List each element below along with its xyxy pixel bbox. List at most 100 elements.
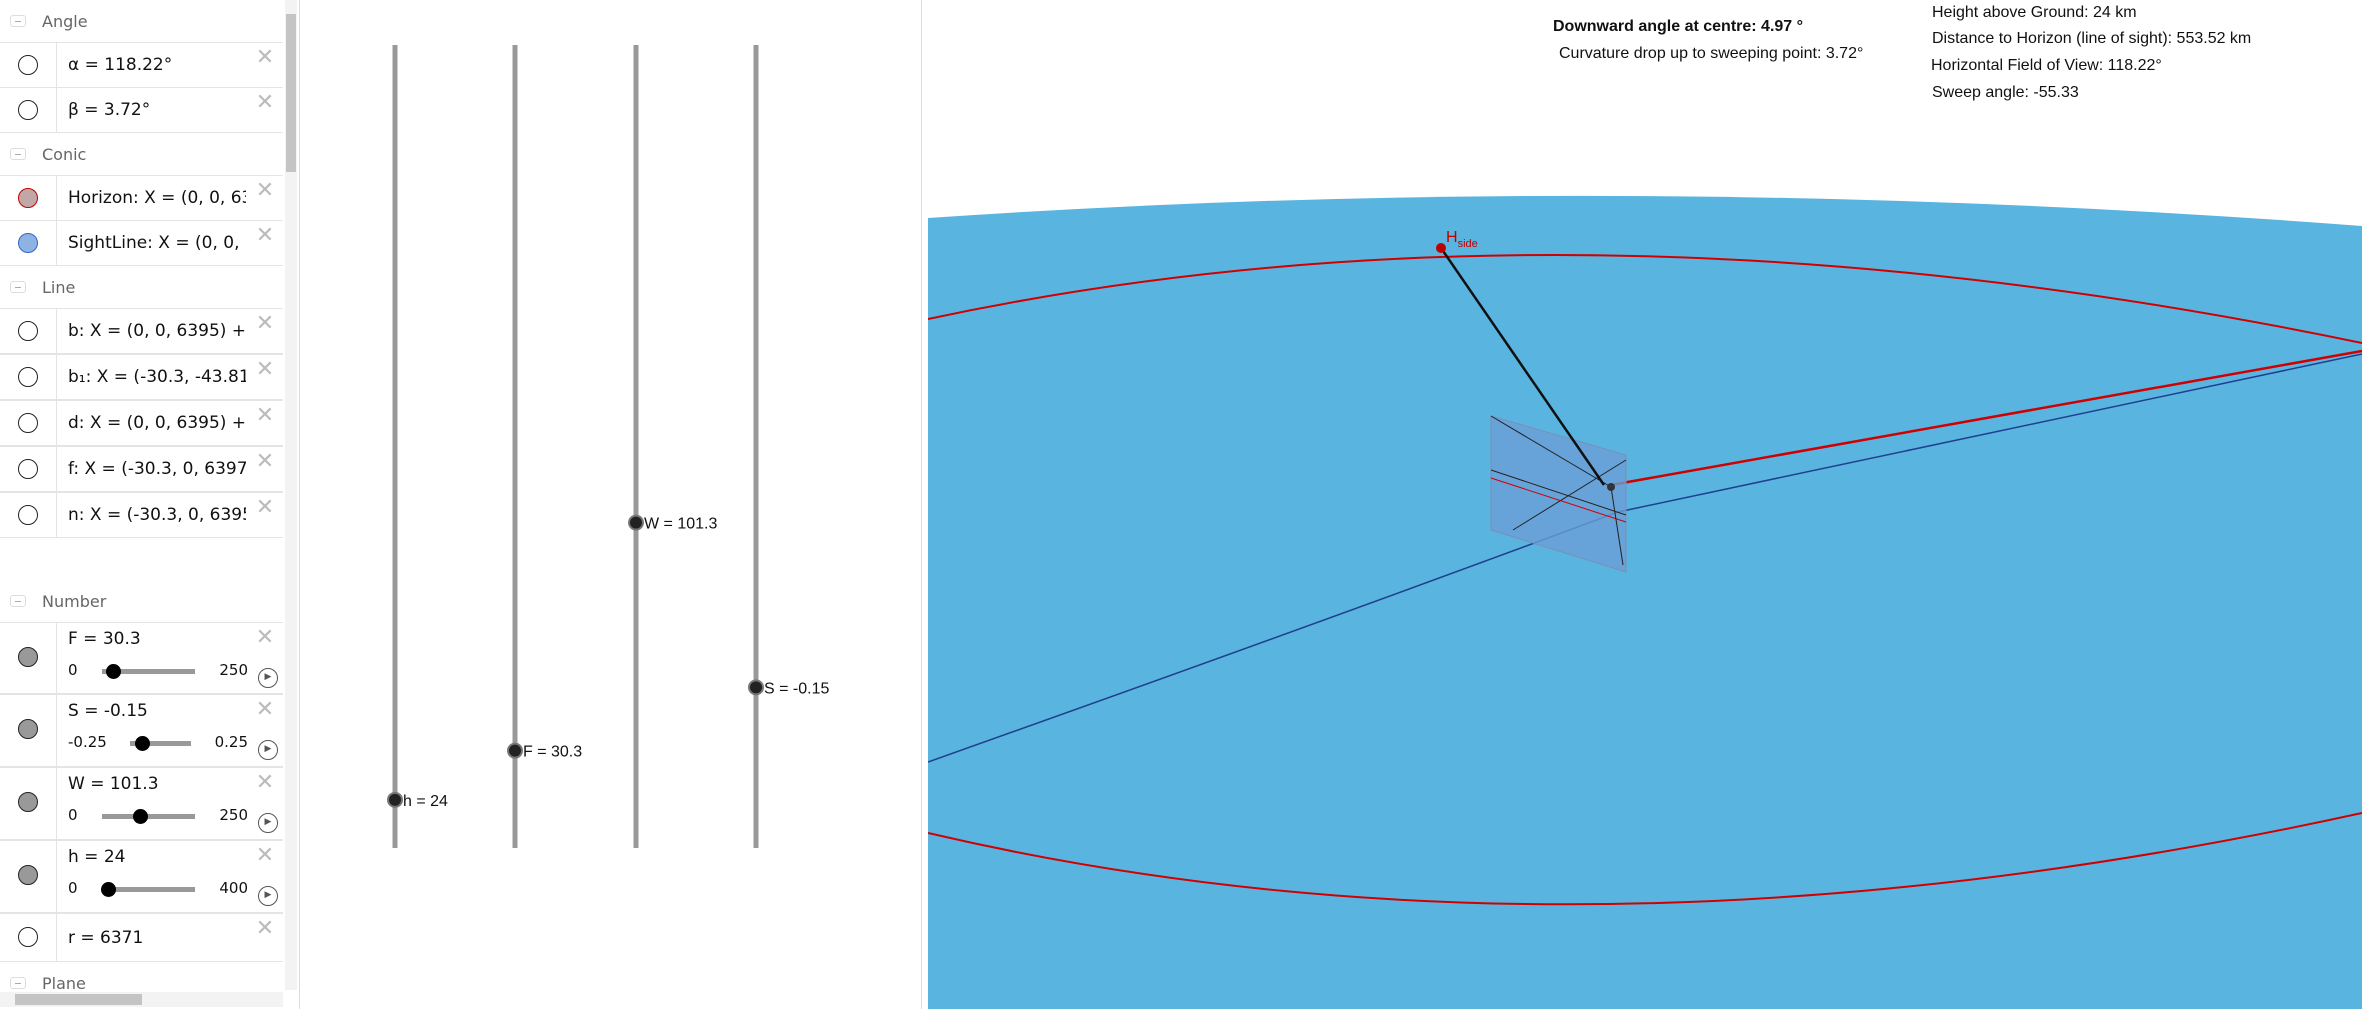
item-text[interactable]: Horizon: X = (0, 0, 6347.09 xyxy=(68,188,246,208)
vertical-slider-knob[interactable] xyxy=(507,742,523,759)
3d-scene[interactable]: Hside xyxy=(927,0,2362,1009)
algebra-item-line-n[interactable]: n: X = (-30.3, 0, 6395) + λ ✕ xyxy=(0,492,283,538)
slider-knob[interactable] xyxy=(100,882,116,897)
visibility-toggle[interactable] xyxy=(18,927,38,947)
delete-icon[interactable]: ✕ xyxy=(255,90,275,115)
play-icon[interactable]: ▶ xyxy=(258,740,278,760)
collapse-icon[interactable] xyxy=(10,977,26,989)
slider-track[interactable] xyxy=(102,669,195,674)
item-text[interactable]: d: X = (0, 0, 6395) + λ (55 xyxy=(68,413,246,433)
vertical-slider-label: W = 101.3 xyxy=(644,516,717,533)
visibility-toggle[interactable] xyxy=(18,505,38,525)
algebra-item-W[interactable]: W = 101.3 ✕ 0 250 ▶ xyxy=(0,767,283,840)
algebra-item-line-b1[interactable]: b₁: X = (-30.3, -43.81, 6399 ✕ xyxy=(0,354,283,400)
algebra-item-alpha[interactable]: α = 118.22° ✕ xyxy=(0,42,283,88)
vertical-slider-knob[interactable] xyxy=(387,791,403,808)
collapse-icon[interactable] xyxy=(10,15,26,27)
play-icon[interactable]: ▶ xyxy=(258,668,278,688)
group-header-line[interactable]: Line xyxy=(0,266,283,308)
item-text[interactable]: W = 101.3 xyxy=(68,774,159,794)
slider-track[interactable] xyxy=(102,887,195,892)
number-slider[interactable]: -0.25 0.25 xyxy=(68,733,248,753)
algebra-item-S[interactable]: S = -0.15 ✕ -0.25 0.25 ▶ xyxy=(0,694,283,767)
delete-icon[interactable]: ✕ xyxy=(255,916,275,941)
visibility-toggle[interactable] xyxy=(18,55,38,75)
slider-track[interactable] xyxy=(102,814,195,819)
earth-surface xyxy=(928,195,2362,1009)
slider-knob[interactable] xyxy=(135,736,151,751)
number-slider[interactable]: 0 250 xyxy=(68,661,248,681)
algebra-item-line-b[interactable]: b: X = (0, 0, 6395) + λ (-55 ✕ xyxy=(0,308,283,354)
slider-track[interactable] xyxy=(130,741,191,746)
number-slider[interactable]: 0 400 xyxy=(68,879,248,899)
group-header-plane[interactable]: Plane xyxy=(0,962,283,1004)
play-icon[interactable]: ▶ xyxy=(258,813,278,833)
item-text[interactable]: α = 118.22° xyxy=(68,55,173,75)
slider-knob[interactable] xyxy=(106,664,122,679)
visibility-toggle[interactable] xyxy=(18,459,38,479)
item-text[interactable]: F = 30.3 xyxy=(68,629,141,649)
visibility-toggle[interactable] xyxy=(18,233,38,253)
item-text[interactable]: S = -0.15 xyxy=(68,701,148,721)
algebra-view: Angle α = 118.22° ✕ β = 3.72° ✕ Conic Hori… xyxy=(0,0,300,1009)
group-header-angle[interactable]: Angle xyxy=(0,0,283,42)
slider-canvas[interactable]: h = 24F = 30.3W = 101.3S = -0.15 xyxy=(302,0,922,1009)
slider-knob[interactable] xyxy=(132,809,148,824)
slider-min: -0.25 xyxy=(68,733,107,751)
visibility-toggle[interactable] xyxy=(18,413,38,433)
group-header-conic[interactable]: Conic xyxy=(0,133,283,175)
vertical-scrollbar[interactable] xyxy=(285,0,297,990)
delete-icon[interactable]: ✕ xyxy=(255,697,275,722)
plane-line xyxy=(1490,477,1627,523)
item-text[interactable]: f: X = (-30.3, 0, 6397.63) + xyxy=(68,459,246,479)
algebra-item-line-f[interactable]: f: X = (-30.3, 0, 6397.63) + ✕ xyxy=(0,446,283,492)
item-text[interactable]: SightLine: X = (0, 0, 0) + ( xyxy=(68,233,246,253)
visibility-toggle[interactable] xyxy=(18,647,38,667)
visibility-toggle[interactable] xyxy=(18,100,38,120)
item-text[interactable]: r = 6371 xyxy=(68,928,144,948)
algebra-item-F[interactable]: F = 30.3 ✕ 0 250 ▶ xyxy=(0,622,283,694)
delete-icon[interactable]: ✕ xyxy=(255,625,275,650)
algebra-item-r[interactable]: r = 6371 ✕ xyxy=(0,913,283,962)
delete-icon[interactable]: ✕ xyxy=(255,45,275,70)
algebra-item-beta[interactable]: β = 3.72° ✕ xyxy=(0,87,283,133)
algebra-item-line-d[interactable]: d: X = (0, 0, 6395) + λ (55 ✕ xyxy=(0,400,283,446)
item-text[interactable]: n: X = (-30.3, 0, 6395) + λ xyxy=(68,505,246,525)
delete-icon[interactable]: ✕ xyxy=(255,178,275,203)
3d-graphics-view[interactable]: Hside Downward angle at centre: 4.97 ° C… xyxy=(927,0,2362,1009)
delete-icon[interactable]: ✕ xyxy=(255,223,275,248)
scrollbar-thumb[interactable] xyxy=(15,994,142,1005)
scrollbar-thumb[interactable] xyxy=(286,14,296,172)
horizon-ray xyxy=(1610,349,2362,487)
algebra-item-h[interactable]: h = 24 ✕ 0 400 ▶ xyxy=(0,840,283,913)
horizontal-scrollbar[interactable] xyxy=(0,992,283,1007)
visibility-toggle[interactable] xyxy=(18,188,38,208)
group-header-number[interactable]: Number xyxy=(0,580,283,622)
visibility-toggle[interactable] xyxy=(18,321,38,341)
vertical-slider-knob[interactable] xyxy=(748,679,764,696)
collapse-icon[interactable] xyxy=(10,281,26,293)
delete-icon[interactable]: ✕ xyxy=(255,843,275,868)
play-icon[interactable]: ▶ xyxy=(258,886,278,906)
collapse-icon[interactable] xyxy=(10,148,26,160)
item-text[interactable]: β = 3.72° xyxy=(68,100,151,120)
algebra-item-horizon[interactable]: Horizon: X = (0, 0, 6347.09 ✕ xyxy=(0,175,283,221)
delete-icon[interactable]: ✕ xyxy=(255,449,275,474)
delete-icon[interactable]: ✕ xyxy=(255,311,275,336)
visibility-toggle[interactable] xyxy=(18,367,38,387)
delete-icon[interactable]: ✕ xyxy=(255,403,275,428)
collapse-icon[interactable] xyxy=(10,595,26,607)
visibility-toggle[interactable] xyxy=(18,792,38,812)
visibility-toggle[interactable] xyxy=(18,865,38,885)
algebra-item-sightline[interactable]: SightLine: X = (0, 0, 0) + ( ✕ xyxy=(0,220,283,266)
item-text[interactable]: h = 24 xyxy=(68,847,126,867)
visibility-toggle[interactable] xyxy=(18,719,38,739)
delete-icon[interactable]: ✕ xyxy=(255,357,275,382)
delete-icon[interactable]: ✕ xyxy=(255,495,275,520)
delete-icon[interactable]: ✕ xyxy=(255,770,275,795)
vertical-slider-knob[interactable] xyxy=(628,514,644,531)
number-slider[interactable]: 0 250 xyxy=(68,806,248,826)
item-text[interactable]: b: X = (0, 0, 6395) + λ (-55 xyxy=(68,321,246,341)
item-text[interactable]: b₁: X = (-30.3, -43.81, 6399 xyxy=(68,367,246,387)
